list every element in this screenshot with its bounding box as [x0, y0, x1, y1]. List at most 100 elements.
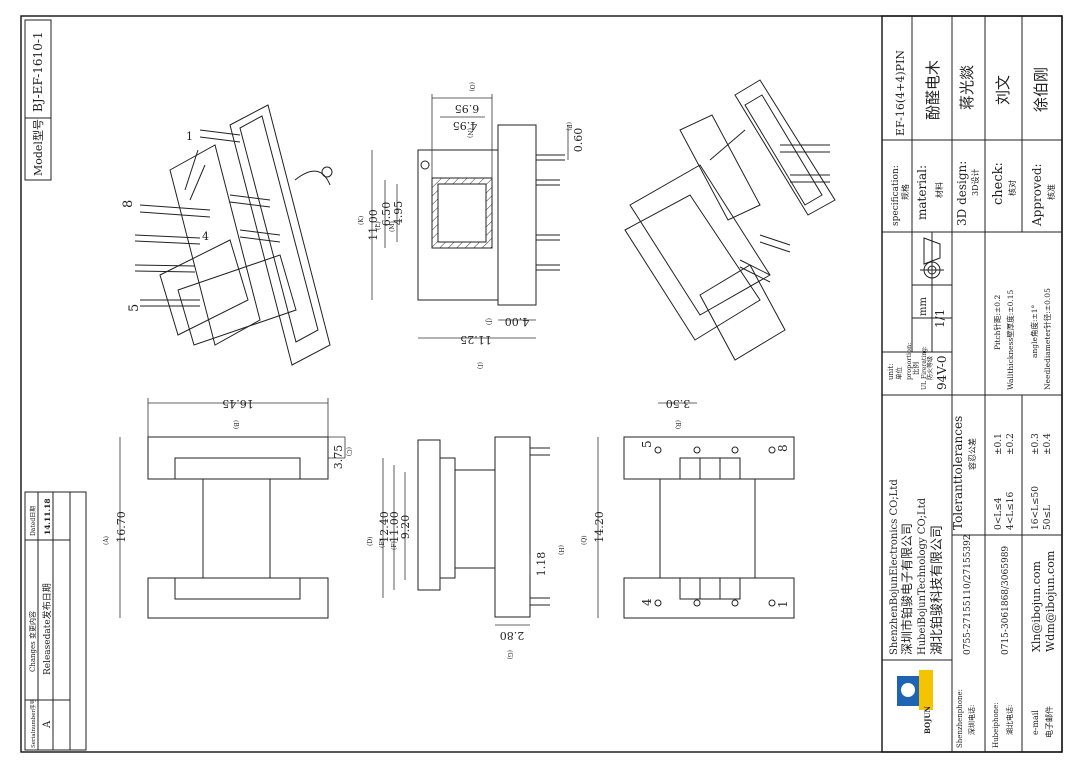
iso-pin-8: 8	[121, 200, 136, 208]
sz-phone-cn: 深圳电话:	[967, 705, 976, 735]
tol-value-0: ±0.1	[994, 433, 1004, 455]
material-label: material:	[915, 165, 929, 220]
rev-date: 14.11.18	[43, 498, 52, 535]
model-value: BJ-EF-1610-1	[31, 31, 45, 112]
hb-phone: 0715-3061868/3065989	[1001, 546, 1011, 655]
dim-a-tag: (A)	[103, 536, 110, 545]
isometric-view-left	[134, 104, 333, 366]
dim-b: 16.45	[222, 397, 254, 410]
rev-header-date: Dated日期	[29, 506, 37, 536]
approved-cn: 核准	[1046, 184, 1056, 200]
tol-range-1: 4<L≤16	[1006, 491, 1016, 530]
ul-cn: 防火等级	[926, 356, 934, 380]
dim-d: 12.40	[378, 511, 391, 543]
dim-q: 14.20	[593, 511, 606, 543]
unit-value: mm	[918, 297, 929, 316]
email-label: e-mail	[1031, 710, 1040, 735]
check-value: 刘文	[994, 75, 1012, 105]
dim-m-tag: (M)	[389, 221, 396, 232]
hb-phone-label: Hubeiphone:	[992, 702, 1000, 748]
dim-r-tag: (R)	[674, 420, 681, 429]
rev-header-change: Changes 变更内容	[28, 611, 37, 672]
check-label: check:	[991, 162, 1006, 205]
dim-g-tag: (G)	[506, 650, 513, 659]
pitch-tolerance: Pitch针距:±0.2	[992, 295, 1002, 350]
dim-j: 4.00	[505, 315, 530, 328]
sz-phone-label: Shenzhenphone:	[956, 689, 964, 748]
sz-phone: 0755-27155110/27155392	[963, 534, 973, 655]
company-2-cn: 湖北铂骏科技有限公司	[929, 525, 945, 655]
dim-n: 4.95	[453, 119, 478, 132]
rev-serial: A	[42, 720, 53, 729]
proportion-value: 1/1	[933, 309, 947, 328]
front-view	[119, 398, 346, 619]
dim-e-tag: (E)	[379, 539, 386, 548]
bottom-view	[597, 402, 795, 619]
tol-range-0: 0<L≤4	[994, 497, 1004, 530]
ul-label: UL Firerating:	[921, 346, 928, 390]
design-label: 3D design:	[955, 161, 969, 226]
dim-k: 11.00	[367, 209, 380, 241]
material-value: 酚醛电木	[924, 60, 942, 120]
dim-b-tag: (B)	[232, 420, 239, 429]
ul-value: 94V-0	[935, 355, 949, 390]
spec-cn: 规格	[900, 184, 910, 200]
hb-phone-cn: 湖北电话:	[1005, 705, 1014, 735]
material-cn: 材料	[934, 182, 944, 198]
dim-r: 3.50	[666, 397, 691, 410]
spec-label: specification:	[891, 165, 901, 226]
iso-pin-4: 4	[202, 230, 209, 243]
iso-pin-1: 1	[186, 130, 193, 143]
dim-j-tag: (J)	[485, 318, 492, 325]
dim-p-tag: (P)	[565, 122, 572, 131]
angle-tolerance: angle角度:±1°	[1029, 304, 1039, 358]
rev-header-serial: Serialnumber序号	[29, 698, 37, 748]
dim-q-tag: (Q)	[581, 535, 588, 545]
rev-change: Releasedate发布日期	[41, 583, 53, 675]
section-view	[371, 94, 569, 339]
dim-c: 3.75	[332, 445, 345, 470]
company-2-en: HubeiBojunTechnology CO;Ltd	[917, 497, 928, 655]
tolerances-cn: 容忍公差	[967, 438, 977, 470]
dim-k-tag: (K)	[358, 216, 365, 225]
dim-p: 0.60	[572, 128, 585, 153]
needle-tolerance: Needlediameter针径:±0.05	[1042, 288, 1052, 390]
tol-value-3: ±0.4	[1043, 433, 1053, 455]
tolerances-label: Toleranttolerances	[951, 416, 965, 530]
tol-value-1: ±0.2	[1006, 433, 1016, 455]
dim-o-tag: (O)	[468, 82, 475, 92]
iso-pin-5: 5	[127, 304, 142, 312]
logo-text: BOJUN	[923, 705, 932, 734]
dim-o: 6.95	[455, 102, 480, 115]
check-cn: 核对	[1007, 180, 1017, 196]
tol-range-3: 50≤L	[1043, 505, 1053, 530]
dim-h-tag: (H)	[557, 545, 564, 555]
approved-label: Approved:	[1030, 163, 1044, 227]
revision-table: Serialnumber序号 Changes 变更内容 Dated日期 A Re…	[24, 491, 87, 751]
pin-5-label: 5	[640, 440, 654, 448]
spec-value: EF-16(4+4)PIN	[894, 50, 907, 136]
unit-cn: 单位	[894, 367, 903, 381]
email-1: Xln@ibojun.com	[1030, 561, 1043, 652]
dim-e: 11.00	[388, 511, 401, 543]
dim-n-tag: (N)	[466, 128, 473, 138]
bojun-logo	[897, 670, 933, 710]
dim-f: 9.20	[399, 515, 412, 540]
approved-value: 徐伯刚	[1032, 67, 1050, 112]
pin-8-label: 8	[776, 444, 790, 452]
projection-symbol	[920, 237, 944, 282]
dim-l: 6.50	[380, 202, 393, 227]
model-label: Model型号	[31, 119, 45, 176]
company-1-cn: 深圳市铂骏电子有限公司	[899, 523, 914, 655]
wall-tolerance: Wallthickness壁厚度:±0.15	[1005, 289, 1015, 390]
company-1-en: ShenzhenBojunElectronics CO;Ltd	[889, 479, 900, 655]
design-cn: 3D设计	[970, 168, 980, 196]
dim-m: 4.95	[392, 201, 405, 226]
tol-value-2: ±0.3	[1031, 433, 1041, 455]
unit-label: unit:	[887, 364, 895, 380]
design-value: 蒋光燚	[958, 65, 976, 110]
dim-h: 1.18	[535, 552, 548, 577]
pin-4-label: 4	[640, 598, 654, 606]
